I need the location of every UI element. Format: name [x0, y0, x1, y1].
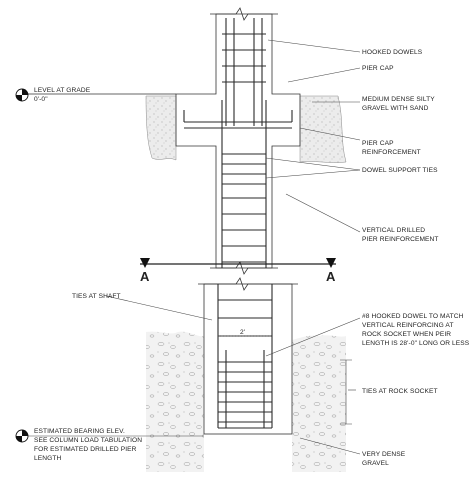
section-label-right: A [326, 269, 336, 284]
bearing-elevation-marker-icon [15, 429, 29, 443]
hooked-dowel-note-line4: LENGTH IS 28'-0" LONG OR LESS [362, 340, 470, 347]
section-label-left: A [140, 269, 150, 284]
dowel-support-ties [222, 33, 266, 263]
bearing-elev-label-line2: SEE COLUMN LOAD TABULATION [34, 437, 142, 444]
very-dense-gravel-soil-right [292, 335, 346, 472]
hooked-dowel-note-line1: #8 HOOKED DOWEL TO MATCH [362, 313, 464, 320]
hooked-dowels-rebar [225, 18, 263, 126]
dimension-2ft-label: 2' [240, 329, 245, 336]
bearing-elev-label-line4: LENGTH [34, 455, 61, 462]
level-at-grade-marker-icon [15, 88, 29, 102]
pier-cap-reinforcement [183, 110, 293, 129]
top-break-line [210, 7, 278, 21]
very-dense-gravel-label-line1: VERY DENSE [362, 451, 406, 458]
silty-gravel-soil-left [145, 95, 177, 161]
mid-break-line-upper [210, 261, 278, 275]
ties-at-shaft-label: TIES AT SHAFT [72, 293, 121, 300]
bearing-elev-label-line1: ESTIMATED BEARING ELEV. [34, 428, 125, 435]
silty-gravel-soil-right [299, 95, 347, 163]
pier-cap-label: PIER CAP [362, 65, 394, 72]
vertical-reinf-label-line2: PIER REINFORCEMENT [362, 236, 439, 243]
pier-cap-reinf-label-line1: PIER CAP [362, 140, 394, 147]
hooked-dowels-label: HOOKED DOWELS [362, 49, 423, 56]
drilled-pier-shaft-concrete [203, 283, 293, 435]
pier-cap-reinf-label-line2: REINFORCEMENT [362, 149, 421, 156]
hooked-dowel-note-line2: VERTICAL REINFORCING AT [362, 322, 454, 329]
silty-gravel-label-line2: GRAVEL WITH SAND [362, 105, 429, 112]
very-dense-gravel-soil [146, 331, 204, 472]
shaft-vertical-reinforcement [217, 284, 273, 429]
bearing-elev-label-line3: FOR ESTIMATED DRILLED PIER [34, 446, 137, 453]
section-marker-left [140, 258, 150, 268]
ties-at-rock-socket [218, 361, 272, 423]
silty-gravel-label-line1: MEDIUM DENSE SILTY [362, 96, 435, 103]
vertical-reinf-label-line1: VERTICAL DRILLED [362, 227, 425, 234]
section-marker-right [326, 258, 336, 268]
very-dense-gravel-label-line2: GRAVEL [362, 460, 389, 467]
leader-lines [28, 39, 361, 455]
dowel-support-ties-label: DOWEL SUPPORT TIES [362, 167, 438, 174]
level-at-grade-label: LEVEL AT GRADE [34, 87, 91, 94]
hooked-dowel-note-line3: ROCK SOCKET WHEN PEIR [362, 331, 451, 338]
mid-break-line-lower [198, 277, 298, 291]
level-at-grade-elevation: 0'-0" [34, 96, 48, 103]
ties-at-rock-socket-label: TIES AT ROCK SOCKET [362, 388, 438, 395]
